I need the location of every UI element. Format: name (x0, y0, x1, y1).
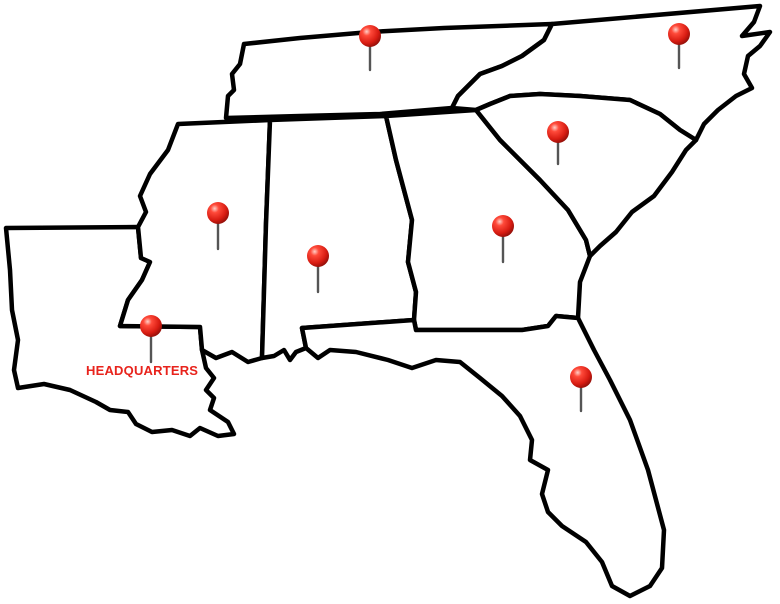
map-pin-icon (140, 315, 162, 337)
map-pin-icon (359, 25, 381, 47)
headquarters-label: HEADQUARTERS (86, 363, 199, 378)
pin-georgia[interactable] (492, 215, 514, 264)
map-pin-icon (207, 202, 229, 224)
pin-florida[interactable] (570, 366, 592, 413)
state-florida (299, 313, 667, 599)
map-pin-icon (492, 215, 514, 237)
map-pin-icon (668, 23, 690, 45)
pin-louisiana-headquarters[interactable] (140, 315, 162, 364)
pin-south-carolina[interactable] (547, 121, 569, 166)
map-pin-icon (307, 245, 329, 267)
pin-tennessee[interactable] (359, 25, 381, 72)
state-south-carolina (473, 91, 699, 259)
state-mississippi (117, 117, 273, 365)
map-pin-icon (547, 121, 569, 143)
pin-mississippi[interactable] (207, 202, 229, 251)
pin-north-carolina[interactable] (668, 23, 690, 70)
pin-alabama[interactable] (307, 245, 329, 294)
map-pin-icon (570, 366, 592, 388)
